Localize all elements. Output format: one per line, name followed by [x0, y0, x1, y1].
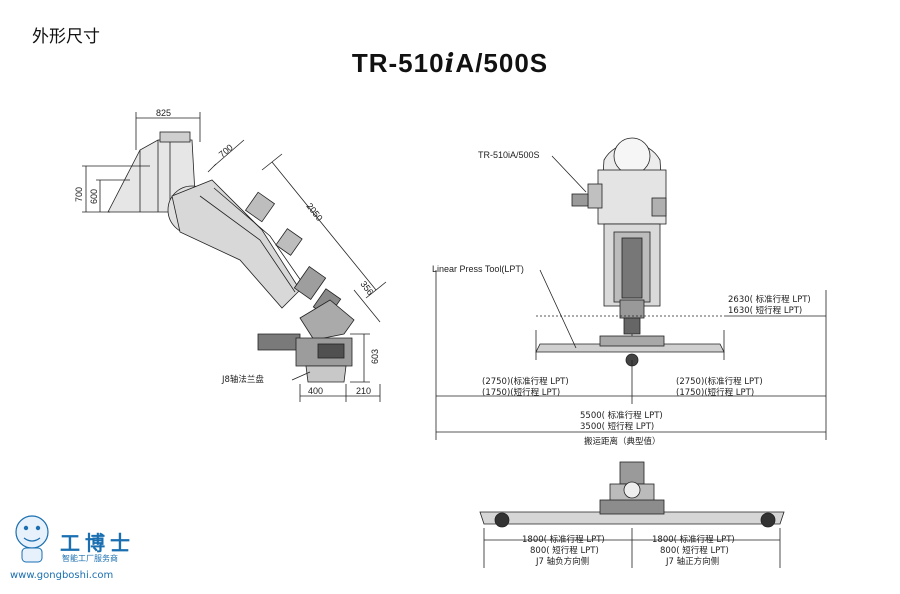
- brand-tagline: 智能工厂服务商: [62, 554, 118, 563]
- dim-2050: 2050: [304, 201, 324, 223]
- bottom-left-1800: 1800( 标准行程 LPT): [522, 534, 605, 545]
- model-italic: i: [444, 49, 456, 79]
- dim-700-top: 700: [217, 142, 235, 159]
- mascot-logo: [15, 515, 49, 563]
- dim-603: 603: [370, 349, 380, 364]
- lpt-callout: Linear Press Tool(LPT): [432, 264, 524, 274]
- bottom-left-800: 800( 短行程 LPT): [530, 545, 599, 556]
- dim-210: 210: [356, 386, 371, 396]
- travel-label: 搬运距离（典型值）: [584, 436, 661, 447]
- dim-400: 400: [308, 386, 323, 396]
- flange-label: J8轴法兰盘: [221, 374, 264, 385]
- bottom-view: [479, 461, 785, 568]
- dim-3500: 3500( 短行程 LPT): [580, 421, 654, 432]
- section-title: 外形尺寸: [32, 27, 100, 47]
- dim-left-2750: (2750)(标准行程 LPT): [482, 376, 569, 387]
- bottom-right-side: J7 轴正方向侧: [665, 556, 719, 567]
- dim-825: 825: [156, 108, 171, 118]
- model-prefix: TR-510: [351, 48, 445, 78]
- right-front-view: [435, 137, 827, 440]
- bottom-left-side: J7 轴负方向侧: [535, 556, 589, 567]
- model-title: TR-510iA/500S: [0, 48, 900, 79]
- dim-5500: 5500( 标准行程 LPT): [580, 410, 663, 421]
- dim-left-1750: (1750)(短行程 LPT): [482, 387, 560, 398]
- dim-right-2750: (2750)(标准行程 LPT): [676, 376, 763, 387]
- dim-356: 356: [358, 279, 375, 297]
- brand-url: www.gongboshi.com: [10, 570, 114, 581]
- bottom-right-1800: 1800( 标准行程 LPT): [652, 534, 735, 545]
- dim-2630: 2630( 标准行程 LPT): [728, 294, 811, 305]
- bottom-right-800: 800( 短行程 LPT): [660, 545, 729, 556]
- left-side-view: [82, 112, 387, 402]
- dim-right-1750: (1750)(短行程 LPT): [676, 387, 754, 398]
- model-callout: TR-510iA/500S: [478, 150, 540, 160]
- dim-600: 600: [89, 189, 99, 204]
- dim-700-left: 700: [74, 187, 84, 202]
- dim-1630: 1630( 短行程 LPT): [728, 305, 802, 316]
- brand-name: 工博士: [60, 531, 135, 555]
- model-suffix: A/500S: [455, 48, 549, 78]
